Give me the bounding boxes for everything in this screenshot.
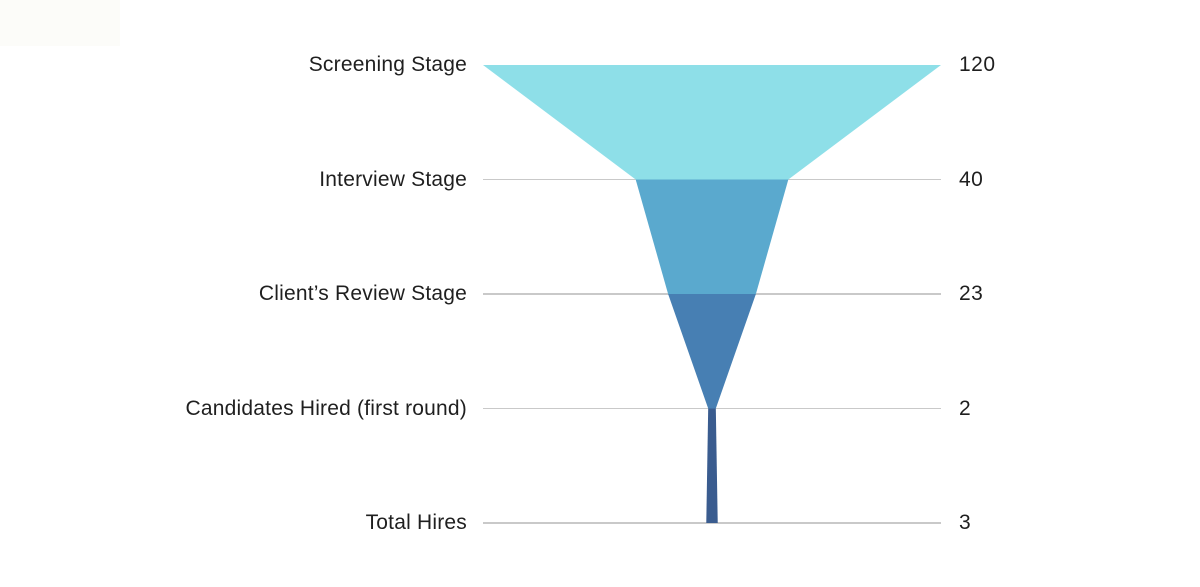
- stage-label: Client’s Review Stage: [258, 282, 467, 305]
- stage-label: Screening Stage: [308, 53, 467, 76]
- stage-value: 3: [959, 511, 972, 534]
- connector-line: [483, 522, 941, 524]
- stage-value: 40: [959, 167, 984, 191]
- connector-line: [483, 293, 941, 295]
- funnel-segment-3: [668, 294, 756, 409]
- funnel-segment-1: [483, 65, 941, 180]
- stage-label: Candidates Hired (first round): [185, 396, 467, 420]
- connector-line: [483, 407, 941, 410]
- top-left-watermark-patch: [0, 0, 120, 46]
- funnel-segment-2: [635, 179, 789, 294]
- stage-label: Total Hires: [365, 511, 467, 534]
- stage-label: Interview Stage: [319, 167, 467, 191]
- connector-line: [483, 178, 941, 181]
- stage-value: 23: [959, 282, 984, 305]
- stage-value: 2: [959, 396, 972, 420]
- stage-value: 120: [959, 53, 996, 76]
- funnel-segment-4: [706, 408, 718, 523]
